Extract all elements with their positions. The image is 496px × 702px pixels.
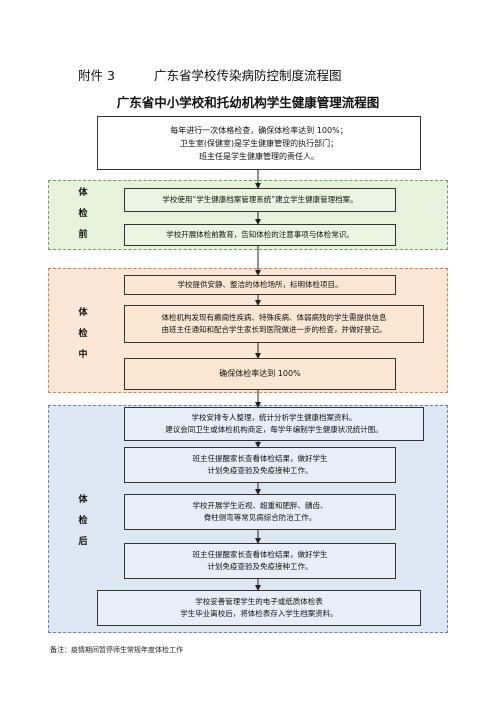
stage-pre-label: 体 检 前	[77, 183, 89, 246]
post-step-parent-notify-2-text: 班主任提醒家长查看体检结果，做好学生 计划免疫查验及免疫接种工作。	[192, 550, 328, 571]
mid-step-coverage-text: 确保体检率达到 100%	[219, 369, 301, 378]
stage-post-label: 体 检 后	[77, 490, 89, 553]
stage-pre-label-char: 前	[78, 230, 88, 240]
post-step-statistics: 学校安排专人整理，统计分析学生健康档案资料。 建议会同卫生或体检机构商定，每学年…	[124, 407, 424, 441]
pre-step-archive: 学校使用“学生健康档案管理系统”建立学生健康管理档案。	[124, 188, 396, 212]
document-title: 广东省学校传染病防控制度流程图	[154, 68, 342, 83]
mid-step-venue: 学校提供安静、整洁的体检场所，标明体检项目。	[124, 275, 396, 295]
stage-mid-label: 体 检 中	[77, 303, 89, 366]
post-step-disease-prevention: 学校开展学生近视、超重和肥胖、龋齿、 脊柱侧弯等常见病综合防治工作。	[124, 494, 396, 530]
stage-mid-label-char: 检	[78, 329, 88, 339]
policy-box: 每年进行一次体格检查，确保体检率达到 100%； 卫生室(保健室)是学生健康管理…	[97, 116, 421, 170]
policy-text: 每年进行一次体格检查，确保体检率达到 100%； 卫生室(保健室)是学生健康管理…	[170, 125, 348, 161]
attachment-number: 附件 3	[78, 68, 115, 83]
stage-mid-label-char: 中	[78, 350, 88, 360]
pre-step-education: 学校开展体检前教育，告知体检的注意事项与体检常识。	[124, 224, 396, 246]
post-step-parent-notify-1-text: 班主任提醒家长查看体检结果，做好学生 计划免疫查验及免疫接种工作。	[192, 454, 328, 475]
mid-step-followup-text: 体检机构发现有癫痫性疾病、特殊疾病、体弱病残的学生需提供信息 由班主任通知和配合…	[161, 313, 387, 334]
post-step-disease-prevention-text: 学校开展学生近视、超重和肥胖、龋齿、 脊柱侧弯等常见病综合防治工作。	[192, 501, 328, 522]
stage-post-label-char: 体	[78, 495, 88, 505]
mid-step-venue-text: 学校提供安静、整洁的体检场所，标明体检项目。	[177, 280, 343, 289]
post-step-records: 学校妥善管理学生的电子或纸质体检表 学生毕业离校后，将体检表存入学生档案资料。	[97, 590, 421, 626]
stage-pre-label-char: 检	[78, 209, 88, 219]
stage-post-label-char: 后	[78, 537, 88, 547]
stage-mid-label-char: 体	[78, 308, 88, 318]
post-step-parent-notify-2: 班主任提醒家长查看体检结果，做好学生 计划免疫查验及免疫接种工作。	[124, 543, 396, 579]
mid-step-followup: 体检机构发现有癫痫性疾病、特殊疾病、体弱病残的学生需提供信息 由班主任通知和配合…	[124, 305, 424, 343]
flowchart-title: 广东省中小学校和托幼机构学生健康管理流程图	[116, 95, 380, 110]
post-step-parent-notify-1: 班主任提醒家长查看体检结果，做好学生 计划免疫查验及免疫接种工作。	[124, 447, 396, 483]
page-header: 附件 3 广东省学校传染病防控制度流程图	[78, 65, 342, 84]
pre-step-archive-text: 学校使用“学生健康档案管理系统”建立学生健康管理档案。	[162, 195, 358, 204]
post-step-statistics-text: 学校安排专人整理，统计分析学生健康档案资料。 建议会同卫生或体检机构商定，每学年…	[165, 413, 383, 434]
stage-pre-label-char: 体	[78, 188, 88, 198]
footnote: 备注：疫情期间暂停师生常规年度体检工作	[50, 646, 183, 654]
pre-step-education-text: 学校开展体检前教育，告知体检的注意事项与体检常识。	[166, 230, 354, 239]
stage-post-label-char: 检	[78, 516, 88, 526]
mid-step-coverage: 确保体检率达到 100%	[124, 358, 396, 390]
post-step-records-text: 学校妥善管理学生的电子或纸质体检表 学生毕业离校后，将体检表存入学生档案资料。	[180, 597, 338, 618]
